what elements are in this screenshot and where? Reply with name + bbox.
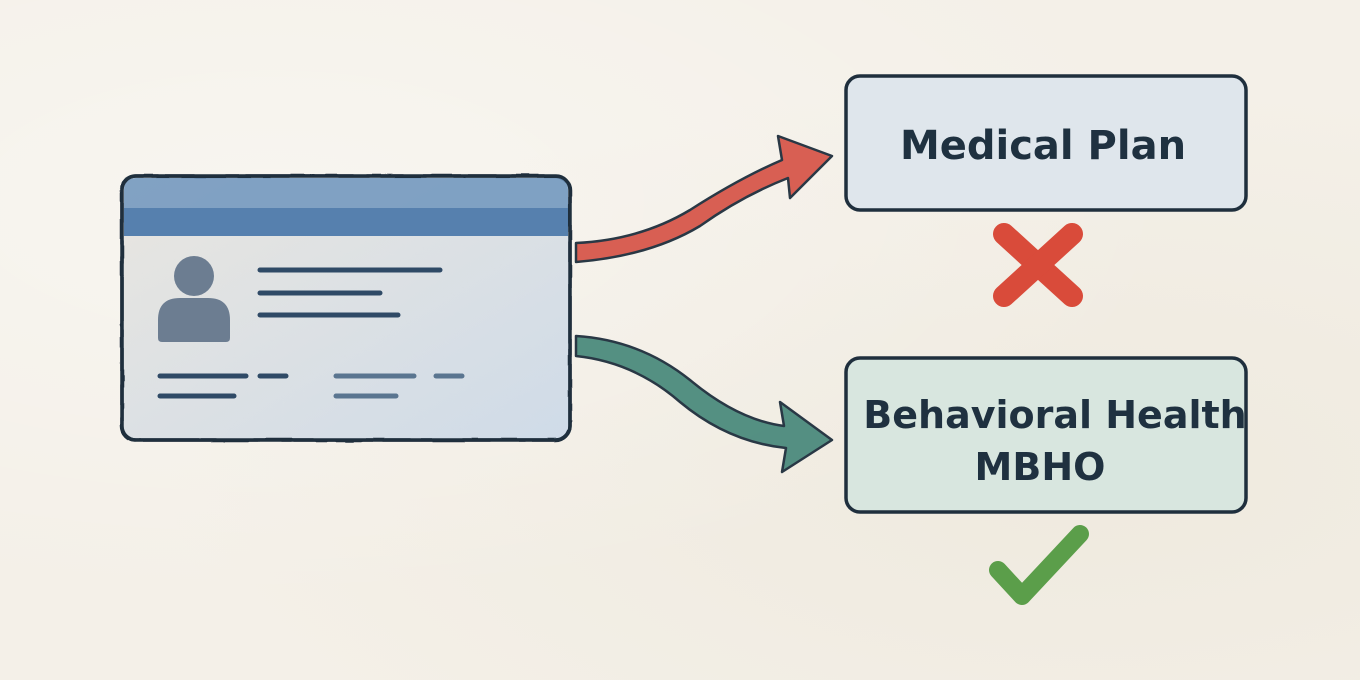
behavioral-health-label-line2: MBHO: [975, 445, 1106, 489]
avatar-icon: [158, 256, 230, 342]
arrow-to-behavioral-health: [574, 334, 834, 474]
medical-plan-box: Medical Plan: [844, 74, 1248, 212]
check-mark-icon: [989, 525, 1089, 605]
card-header-stripe: [124, 208, 568, 236]
medical-plan-label: Medical Plan: [900, 123, 1186, 169]
card-text-lines: [157, 267, 465, 399]
x-mark-icon: [993, 223, 1083, 307]
behavioral-health-box: Behavioral Health MBHO: [844, 356, 1248, 514]
arrow-to-medical-plan: [574, 134, 834, 264]
behavioral-health-label-line1: Behavioral Health: [863, 393, 1246, 437]
id-card: [120, 174, 572, 442]
